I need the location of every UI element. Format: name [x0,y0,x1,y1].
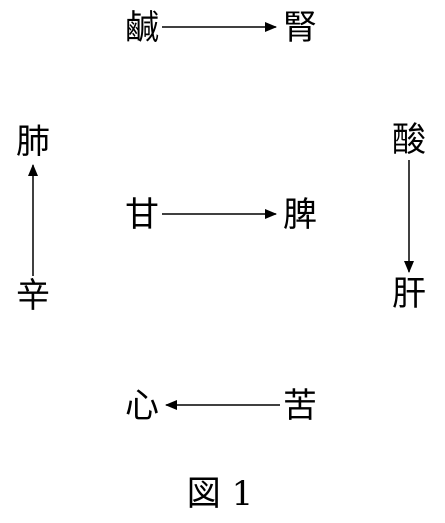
figure-caption: 図 1 [186,474,254,514]
node-pungent: 辛 [16,276,50,316]
node-salty: 鹹 [125,8,159,48]
node-heart: 心 [125,386,159,426]
node-lung: 肺 [16,122,50,162]
node-sour: 酸 [392,120,426,160]
node-kidney: 腎 [283,8,317,48]
node-spleen: 脾 [283,195,317,235]
node-liver: 肝 [392,274,426,314]
node-bitter: 苦 [283,386,317,426]
node-sweet: 甘 [125,195,159,235]
